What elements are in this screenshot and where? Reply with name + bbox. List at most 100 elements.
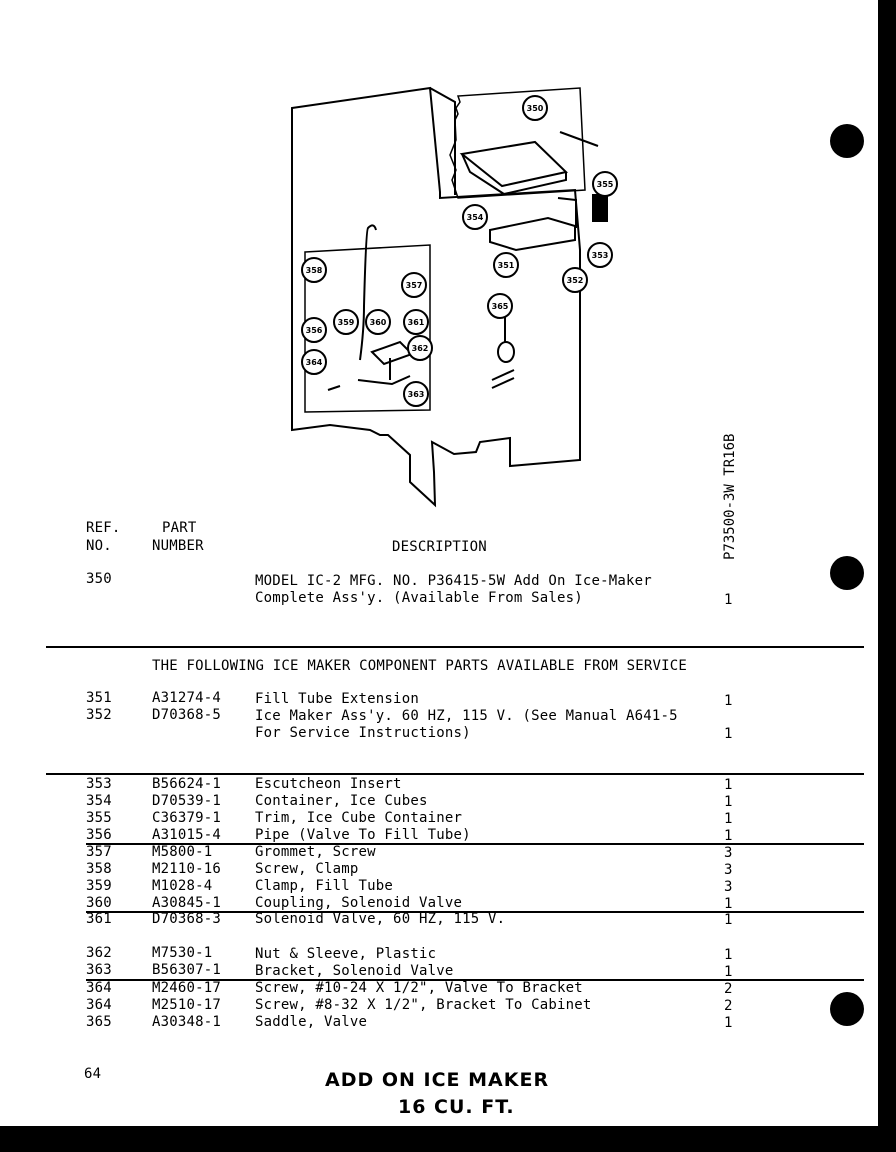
row-part-number: B56307-1 — [152, 962, 222, 978]
scan-border-bottom — [0, 1126, 896, 1152]
divider — [46, 646, 864, 648]
row-qty: 1 — [724, 912, 733, 928]
divider — [86, 843, 864, 845]
row-qty: 1 — [724, 947, 733, 963]
diagram-callouts — [301, 95, 618, 407]
row-description: Saddle, Valve — [255, 1014, 368, 1030]
header-part: PART — [162, 520, 197, 536]
row-ref: 354 — [86, 793, 112, 809]
row-part-number: D70368-5 — [152, 707, 222, 723]
svg-text:352: 352 — [567, 276, 584, 285]
row-description: Clamp, Fill Tube — [255, 878, 394, 894]
row-description: Trim, Ice Cube Container — [255, 810, 463, 826]
row-description: Container, Ice Cubes — [255, 793, 428, 809]
row-part-number: M2460-17 — [152, 980, 222, 996]
svg-text:358: 358 — [306, 266, 323, 275]
svg-text:353: 353 — [592, 251, 609, 260]
row-qty: 1 — [724, 777, 733, 793]
row-ref: 358 — [86, 861, 112, 877]
main-item-desc-line2: Complete Ass'y. (Available From Sales) — [255, 590, 583, 606]
svg-text:351: 351 — [498, 261, 515, 270]
footer-title: ADD ON ICE MAKER — [325, 1069, 550, 1091]
row-description: Screw, #10-24 X 1/2", Valve To Bracket — [255, 980, 583, 996]
row-qty: 1 — [724, 693, 733, 709]
row-qty: 3 — [724, 862, 733, 878]
row-description: Solenoid Valve, 60 HZ, 115 V. — [255, 911, 506, 927]
row-ref: 360 — [86, 895, 112, 911]
header-description: DESCRIPTION — [392, 539, 487, 555]
row-qty: 2 — [724, 981, 733, 997]
row-description: Grommet, Screw — [255, 844, 376, 860]
row-ref: 361 — [86, 911, 112, 927]
row-part-number: M7530-1 — [152, 945, 213, 961]
row-qty: 1 — [724, 811, 733, 827]
header-number: NUMBER — [152, 538, 204, 554]
row-description: Coupling, Solenoid Valve — [255, 895, 463, 911]
row-qty: 1 — [724, 726, 733, 742]
svg-text:350: 350 — [527, 104, 544, 113]
row-part-number: M5800-1 — [152, 844, 213, 860]
row-qty: 1 — [724, 828, 733, 844]
section-heading: THE FOLLOWING ICE MAKER COMPONENT PARTS … — [152, 658, 687, 674]
svg-text:362: 362 — [412, 344, 429, 353]
row-description: Screw, Clamp — [255, 861, 359, 877]
row-description: Bracket, Solenoid Valve — [255, 963, 454, 979]
row-qty: 1 — [724, 896, 733, 912]
main-item-desc-line1: MODEL IC-2 MFG. NO. P36415-5W Add On Ice… — [255, 573, 652, 589]
row-ref: 364 — [86, 980, 112, 996]
header-ref: REF. — [86, 520, 121, 536]
binder-hole-bottom — [830, 992, 864, 1026]
row-description: Ice Maker Ass'y. 60 HZ, 115 V. (See Manu… — [255, 708, 678, 724]
row-ref: 363 — [86, 962, 112, 978]
row-description: Escutcheon Insert — [255, 776, 402, 792]
row-ref: 353 — [86, 776, 112, 792]
row-part-number: A31015-4 — [152, 827, 222, 843]
svg-text:356: 356 — [306, 326, 323, 335]
svg-text:361: 361 — [408, 318, 425, 327]
divider — [86, 979, 864, 981]
row-part-number: C36379-1 — [152, 810, 222, 826]
svg-text:360: 360 — [370, 318, 387, 327]
row-description: Pipe (Valve To Fill Tube) — [255, 827, 471, 843]
row-part-number: A30845-1 — [152, 895, 222, 911]
row-part-number: M1028-4 — [152, 878, 213, 894]
row-ref: 359 — [86, 878, 112, 894]
row-ref: 355 — [86, 810, 112, 826]
scan-border-right — [878, 0, 896, 1152]
row-qty: 1 — [724, 1015, 733, 1031]
svg-text:359: 359 — [338, 318, 355, 327]
row-ref: 362 — [86, 945, 112, 961]
row-ref: 357 — [86, 844, 112, 860]
row-part-number: M2510-17 — [152, 997, 222, 1013]
main-item-qty: 1 — [724, 592, 733, 608]
row-ref: 365 — [86, 1014, 112, 1030]
row-part-number: A31274-4 — [152, 690, 222, 706]
divider — [46, 773, 864, 775]
side-document-code: P73500-3W TR16B — [722, 433, 738, 560]
row-qty: 1 — [724, 794, 733, 810]
row-description: Nut & Sleeve, Plastic — [255, 946, 437, 962]
svg-text:363: 363 — [408, 390, 425, 399]
row-description: For Service Instructions) — [255, 725, 471, 741]
row-qty: 3 — [724, 879, 733, 895]
row-part-number: D70539-1 — [152, 793, 222, 809]
row-ref: 364 — [86, 997, 112, 1013]
row-ref: 351 — [86, 690, 112, 706]
binder-hole-top — [830, 124, 864, 158]
svg-text:365: 365 — [492, 302, 509, 311]
row-part-number: M2110-16 — [152, 861, 222, 877]
svg-text:357: 357 — [406, 281, 423, 290]
row-part-number: B56624-1 — [152, 776, 222, 792]
svg-text:355: 355 — [597, 180, 614, 189]
svg-text:364: 364 — [306, 358, 323, 367]
row-qty: 3 — [724, 845, 733, 861]
binder-hole-middle — [830, 556, 864, 590]
row-description: Screw, #8-32 X 1/2", Bracket To Cabinet — [255, 997, 592, 1013]
row-description: Fill Tube Extension — [255, 691, 419, 707]
footer-subtitle: 16 CU. FT. — [398, 1096, 515, 1118]
svg-text:354: 354 — [467, 213, 484, 222]
row-ref: 352 — [86, 707, 112, 723]
